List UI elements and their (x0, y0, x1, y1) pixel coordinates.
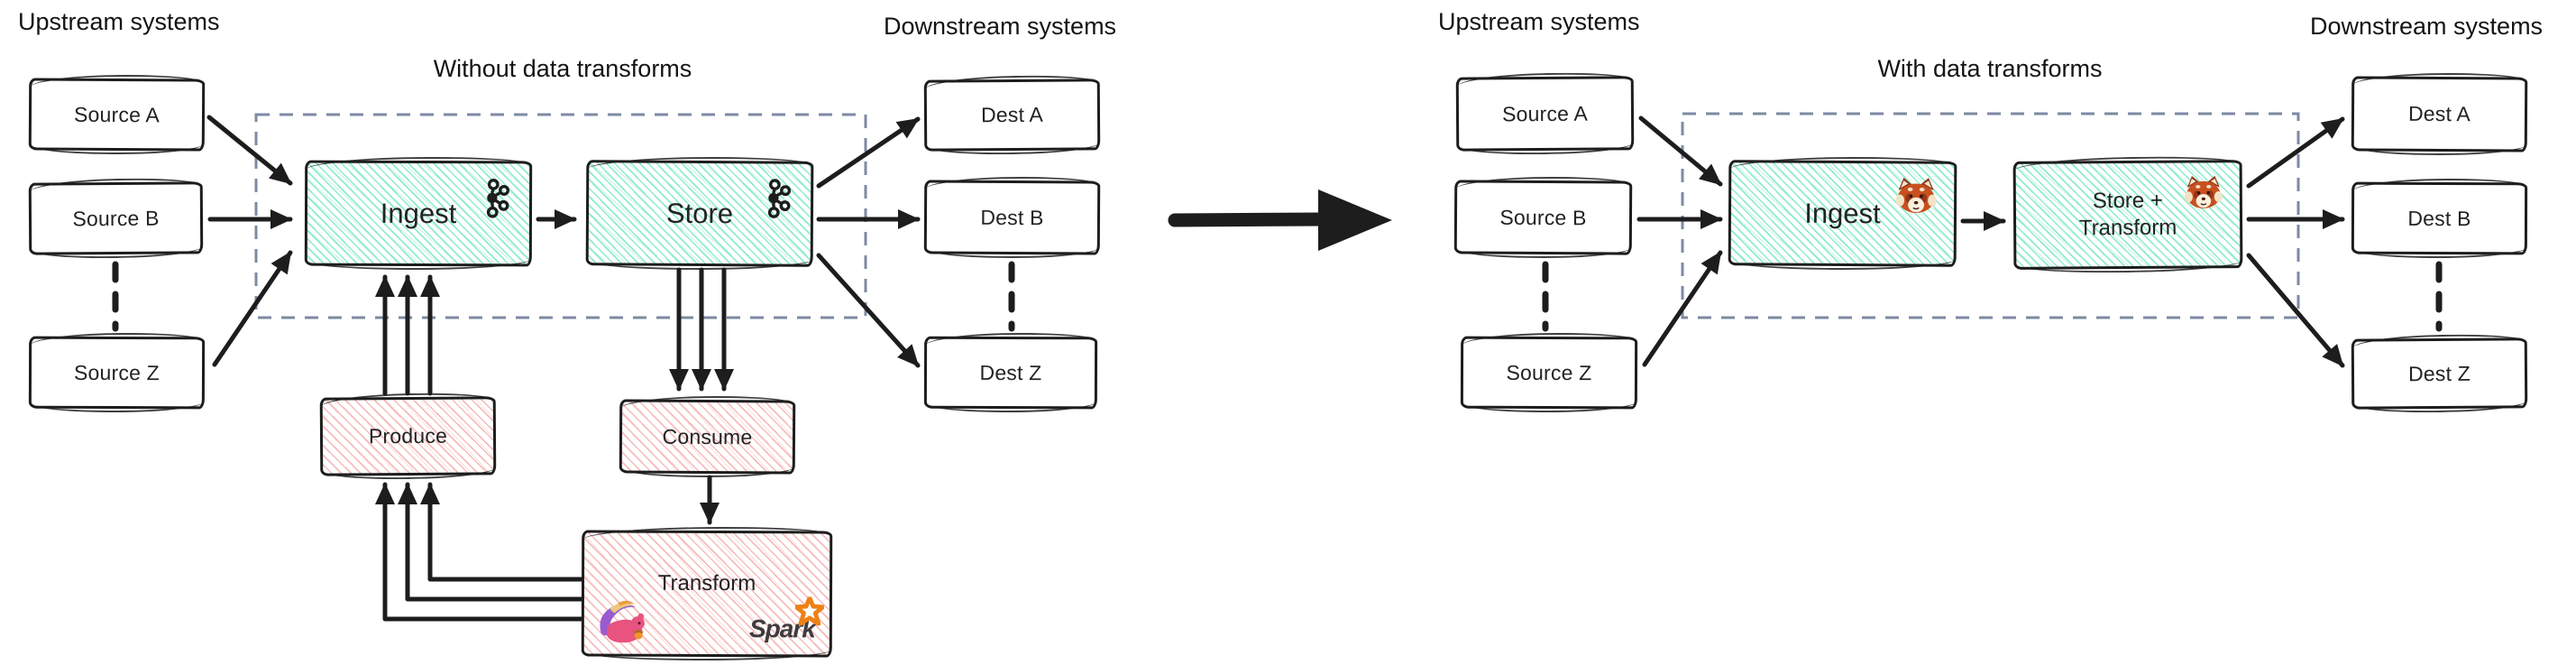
produce-label: Produce (368, 423, 448, 448)
left-dest-z-box: Dest Z (923, 336, 1098, 410)
right-source-a-box: Source A (1455, 76, 1635, 152)
arrow-store-to-destA-left (816, 116, 921, 189)
left-ingest-box: Ingest (304, 160, 533, 267)
store-transform-line2: Transform (2078, 215, 2177, 241)
left-ingest-label: Ingest (380, 197, 457, 229)
right-store-transform-label: Store + Transform (2079, 188, 2177, 243)
left-dest-a-label: Dest A (980, 102, 1044, 127)
left-source-b-box: Source B (28, 181, 204, 255)
transform-box: Transform Spark (581, 530, 833, 658)
right-downstream-systems-label: Downstream systems (2310, 13, 2544, 40)
flink-squirrel-icon (600, 600, 645, 643)
left-dest-z-label: Dest Z (979, 360, 1042, 384)
left-store-label: Store (665, 197, 734, 229)
arrow-store-to-destZ-left (816, 253, 921, 368)
right-ingest-box: Ingest (1728, 160, 1957, 267)
arrow-sourceZ-to-ingest-left (212, 250, 293, 367)
arrow-transform-to-produce-1 (420, 482, 585, 582)
arrow-storetransform-to-destA (2246, 116, 2345, 189)
consume-label: Consume (662, 424, 753, 448)
store-transform-line1: Store + (2092, 188, 2164, 214)
consume-box: Consume (619, 399, 796, 475)
right-store-transform-box: Store + Transform (2012, 160, 2243, 270)
arrow-transform-to-produce-2 (398, 482, 585, 602)
left-diagram-title: Without data transforms (433, 55, 692, 82)
arrow-sourceA-to-ingest-left (206, 115, 293, 186)
right-source-b-box: Source B (1453, 180, 1633, 255)
left-upstream-systems-label: Upstream systems (18, 8, 220, 35)
right-source-z-box: Source Z (1460, 336, 1638, 410)
kafka-icon (767, 179, 792, 218)
left-store-box: Store (585, 160, 814, 267)
right-dest-b-label: Dest B (2407, 206, 2471, 230)
left-source-a-label: Source A (73, 102, 160, 126)
right-dest-b-box: Dest B (2351, 181, 2528, 255)
right-upstream-systems-label: Upstream systems (1438, 8, 1640, 35)
right-diagram-title: With data transforms (1877, 55, 2103, 82)
transform-label: Transform (657, 570, 756, 596)
left-downstream-systems-label: Downstream systems (884, 13, 1117, 40)
left-dest-a-box: Dest A (923, 79, 1101, 152)
kafka-icon (486, 178, 509, 218)
big-transition-arrow (1168, 189, 1392, 251)
right-dest-a-label: Dest A (2407, 101, 2471, 126)
right-dest-z-box: Dest Z (2351, 337, 2528, 410)
right-source-z-label: Source Z (1506, 360, 1592, 384)
produce-box: Produce (319, 396, 497, 476)
right-dest-z-label: Dest Z (2407, 361, 2471, 385)
spark-logo: Spark (749, 596, 824, 643)
right-ingest-label: Ingest (1804, 197, 1881, 229)
right-source-a-label: Source A (1501, 101, 1589, 125)
red-panda-icon (2184, 175, 2223, 208)
left-dest-b-label: Dest B (980, 205, 1044, 229)
right-source-b-label: Source B (1499, 205, 1587, 229)
arrow-transform-to-produce-3 (375, 482, 585, 622)
left-source-z-box: Source Z (28, 336, 206, 410)
spark-star-icon (794, 596, 824, 626)
right-dest-a-box: Dest A (2351, 76, 2528, 152)
left-source-b-label: Source B (72, 206, 160, 230)
left-dest-b-box: Dest B (923, 180, 1101, 255)
arrow-sourceZ-to-ingest-right (1642, 250, 1723, 367)
arrow-storetransform-to-destZ (2246, 253, 2345, 368)
arrow-sourceA-to-ingest-right (1638, 115, 1723, 187)
red-panda-icon (1895, 177, 1937, 213)
left-source-a-box: Source A (28, 78, 206, 152)
left-source-z-label: Source Z (73, 360, 160, 384)
